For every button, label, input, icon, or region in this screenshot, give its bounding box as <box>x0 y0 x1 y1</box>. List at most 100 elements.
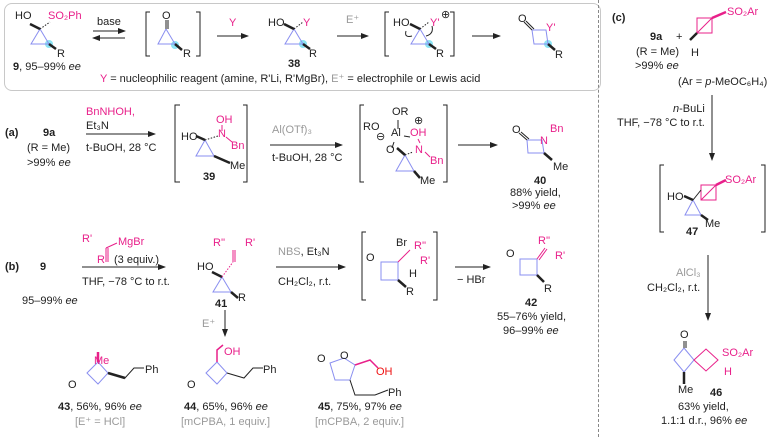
c9-ho: HO <box>15 10 32 22</box>
c44-caption: 44, 65%, 96% ee <box>184 401 268 413</box>
c40-yield: 88% yield, <box>510 187 561 199</box>
c45-note: [mCPBA, 2 equiv.] <box>315 416 405 428</box>
c41-ho: HO <box>197 261 214 273</box>
c9-caption: 9, 95–99% ee <box>13 61 81 73</box>
ai-me: Me <box>420 175 436 187</box>
ai-minus: ⊖ <box>376 131 386 143</box>
c47-me: Me <box>705 218 721 230</box>
b-reag-mgbr: MgBr <box>118 236 145 248</box>
c-plus: + <box>676 31 683 43</box>
c40-o: O <box>512 124 521 136</box>
c46-yield: 63% yield, <box>678 401 729 413</box>
c-sm-r: (R = Me) <box>636 46 680 58</box>
c39-oh: OH <box>216 114 233 126</box>
bi-r1: R' <box>420 255 431 267</box>
b-reagent-2: NBS, Et₃N <box>278 246 330 258</box>
a-condition-1: t-BuOH, 28 °C <box>86 142 157 154</box>
c39-number: 39 <box>203 171 216 183</box>
c45-ph: Ph <box>388 387 402 399</box>
c42-o: O <box>506 248 515 260</box>
c9-so2ph: SO₂Ph <box>48 10 82 22</box>
bi-o: O <box>366 252 375 264</box>
c44-ph: Ph <box>263 364 277 376</box>
c47-number: 47 <box>686 226 699 238</box>
c41-r: R <box>238 292 246 304</box>
base-reagent: base <box>97 16 121 28</box>
ai-o: O <box>386 144 395 156</box>
bi-br: Br <box>396 237 407 249</box>
prod-y: Y' <box>546 22 556 34</box>
ai-al: Al <box>391 127 401 139</box>
c42-ee: 96–99% ee <box>503 325 559 337</box>
a-sm-r: (R = Me) <box>27 142 71 154</box>
c46-number: 46 <box>710 387 723 399</box>
a-reagent-2: Et₃N <box>86 120 109 132</box>
c44-o: O <box>187 379 196 391</box>
c39-bn: Bn <box>231 140 245 152</box>
c43-me: Me <box>94 355 110 367</box>
bi-r2: R'' <box>414 240 427 252</box>
b-reag-r1: R' <box>82 233 93 245</box>
c-bcb-h: H <box>691 47 699 59</box>
b-condition-2: CH₂Cl₂, r.t. <box>278 276 332 288</box>
c45-ring-o: O <box>340 350 349 362</box>
section-b-label: (b) <box>5 261 20 273</box>
a-sm-ee: >99% ee <box>27 157 71 169</box>
c38-ho: HO <box>268 17 285 29</box>
c47-so2ar: SO₂Ar <box>725 174 757 186</box>
cyclopropane-9 <box>30 28 50 45</box>
c42-r1: R' <box>555 250 566 262</box>
c-sm-ee: >99% ee <box>635 60 679 72</box>
ai-plus: ⊕ <box>414 115 424 127</box>
b-hbr: − HBr <box>457 274 486 286</box>
ai-oh: OH <box>410 127 427 139</box>
c-reagent-1: n-BuLi <box>673 103 705 115</box>
c-reagent-2: AlCl₃ <box>676 267 701 279</box>
bi-r: R <box>406 286 414 298</box>
c44-oh: OH <box>224 346 241 358</box>
c41-number: 41 <box>215 298 228 310</box>
c44-note: [mCPBA, 1 equiv.] <box>181 416 271 428</box>
c43-o: O <box>68 379 77 391</box>
c41-r2: R'' <box>213 237 226 249</box>
inter-ho: HO <box>393 17 410 29</box>
nucleophile-y: Y <box>229 17 237 29</box>
c45-carbonyl-o: O <box>317 353 326 365</box>
ketone-r: R <box>183 48 191 60</box>
b-sm: 9 <box>40 261 47 273</box>
c40-bn: Bn <box>550 123 564 135</box>
c40-n: N <box>540 135 548 147</box>
section-a-label: (a) <box>5 127 19 139</box>
c39-ho: HO <box>181 131 198 143</box>
a-sm: 9a <box>43 127 56 139</box>
a-reagent-1: BnNHOH, <box>86 106 135 118</box>
prod-o: O <box>518 13 527 25</box>
c-condition-1: THF, −78 °C to r.t. <box>617 117 705 129</box>
ai-or: OR <box>392 106 409 118</box>
c46-so2ar: SO₂Ar <box>722 347 754 359</box>
c43-note: [E⁺ = HCl] <box>75 416 126 428</box>
c42-r2: R'' <box>538 235 551 247</box>
b-reag-equiv: (3 equiv.) <box>114 254 160 266</box>
c-ar-definition: (Ar = p-MeOC₆H₄) <box>678 76 767 88</box>
c43-caption: 43, 56%, 96% ee <box>58 401 142 413</box>
bi-h: H <box>409 268 417 280</box>
section-c-label: (c) <box>612 12 626 24</box>
c41-r1: R' <box>245 237 256 249</box>
ai-bn: Bn <box>430 155 444 167</box>
c45-caption: 45, 75%, 97% ee <box>318 401 402 413</box>
c47-ho: HO <box>667 191 684 203</box>
c42-number: 42 <box>525 297 538 309</box>
legend: Y = nucleophilic reagent (amine, R'Li, R… <box>100 73 481 85</box>
c39-me: Me <box>230 160 246 172</box>
c-condition-2: CH₂Cl₂, r.t. <box>647 282 701 294</box>
mechanism-box <box>4 3 601 91</box>
c42-yield: 55–76% yield, <box>497 311 567 323</box>
c38-y: Y <box>303 17 311 29</box>
inter-r: R <box>436 48 444 60</box>
c-sm: 9a <box>650 31 663 43</box>
inter-y: Y' <box>430 17 440 29</box>
b-reag-r2: R'' <box>97 254 110 266</box>
